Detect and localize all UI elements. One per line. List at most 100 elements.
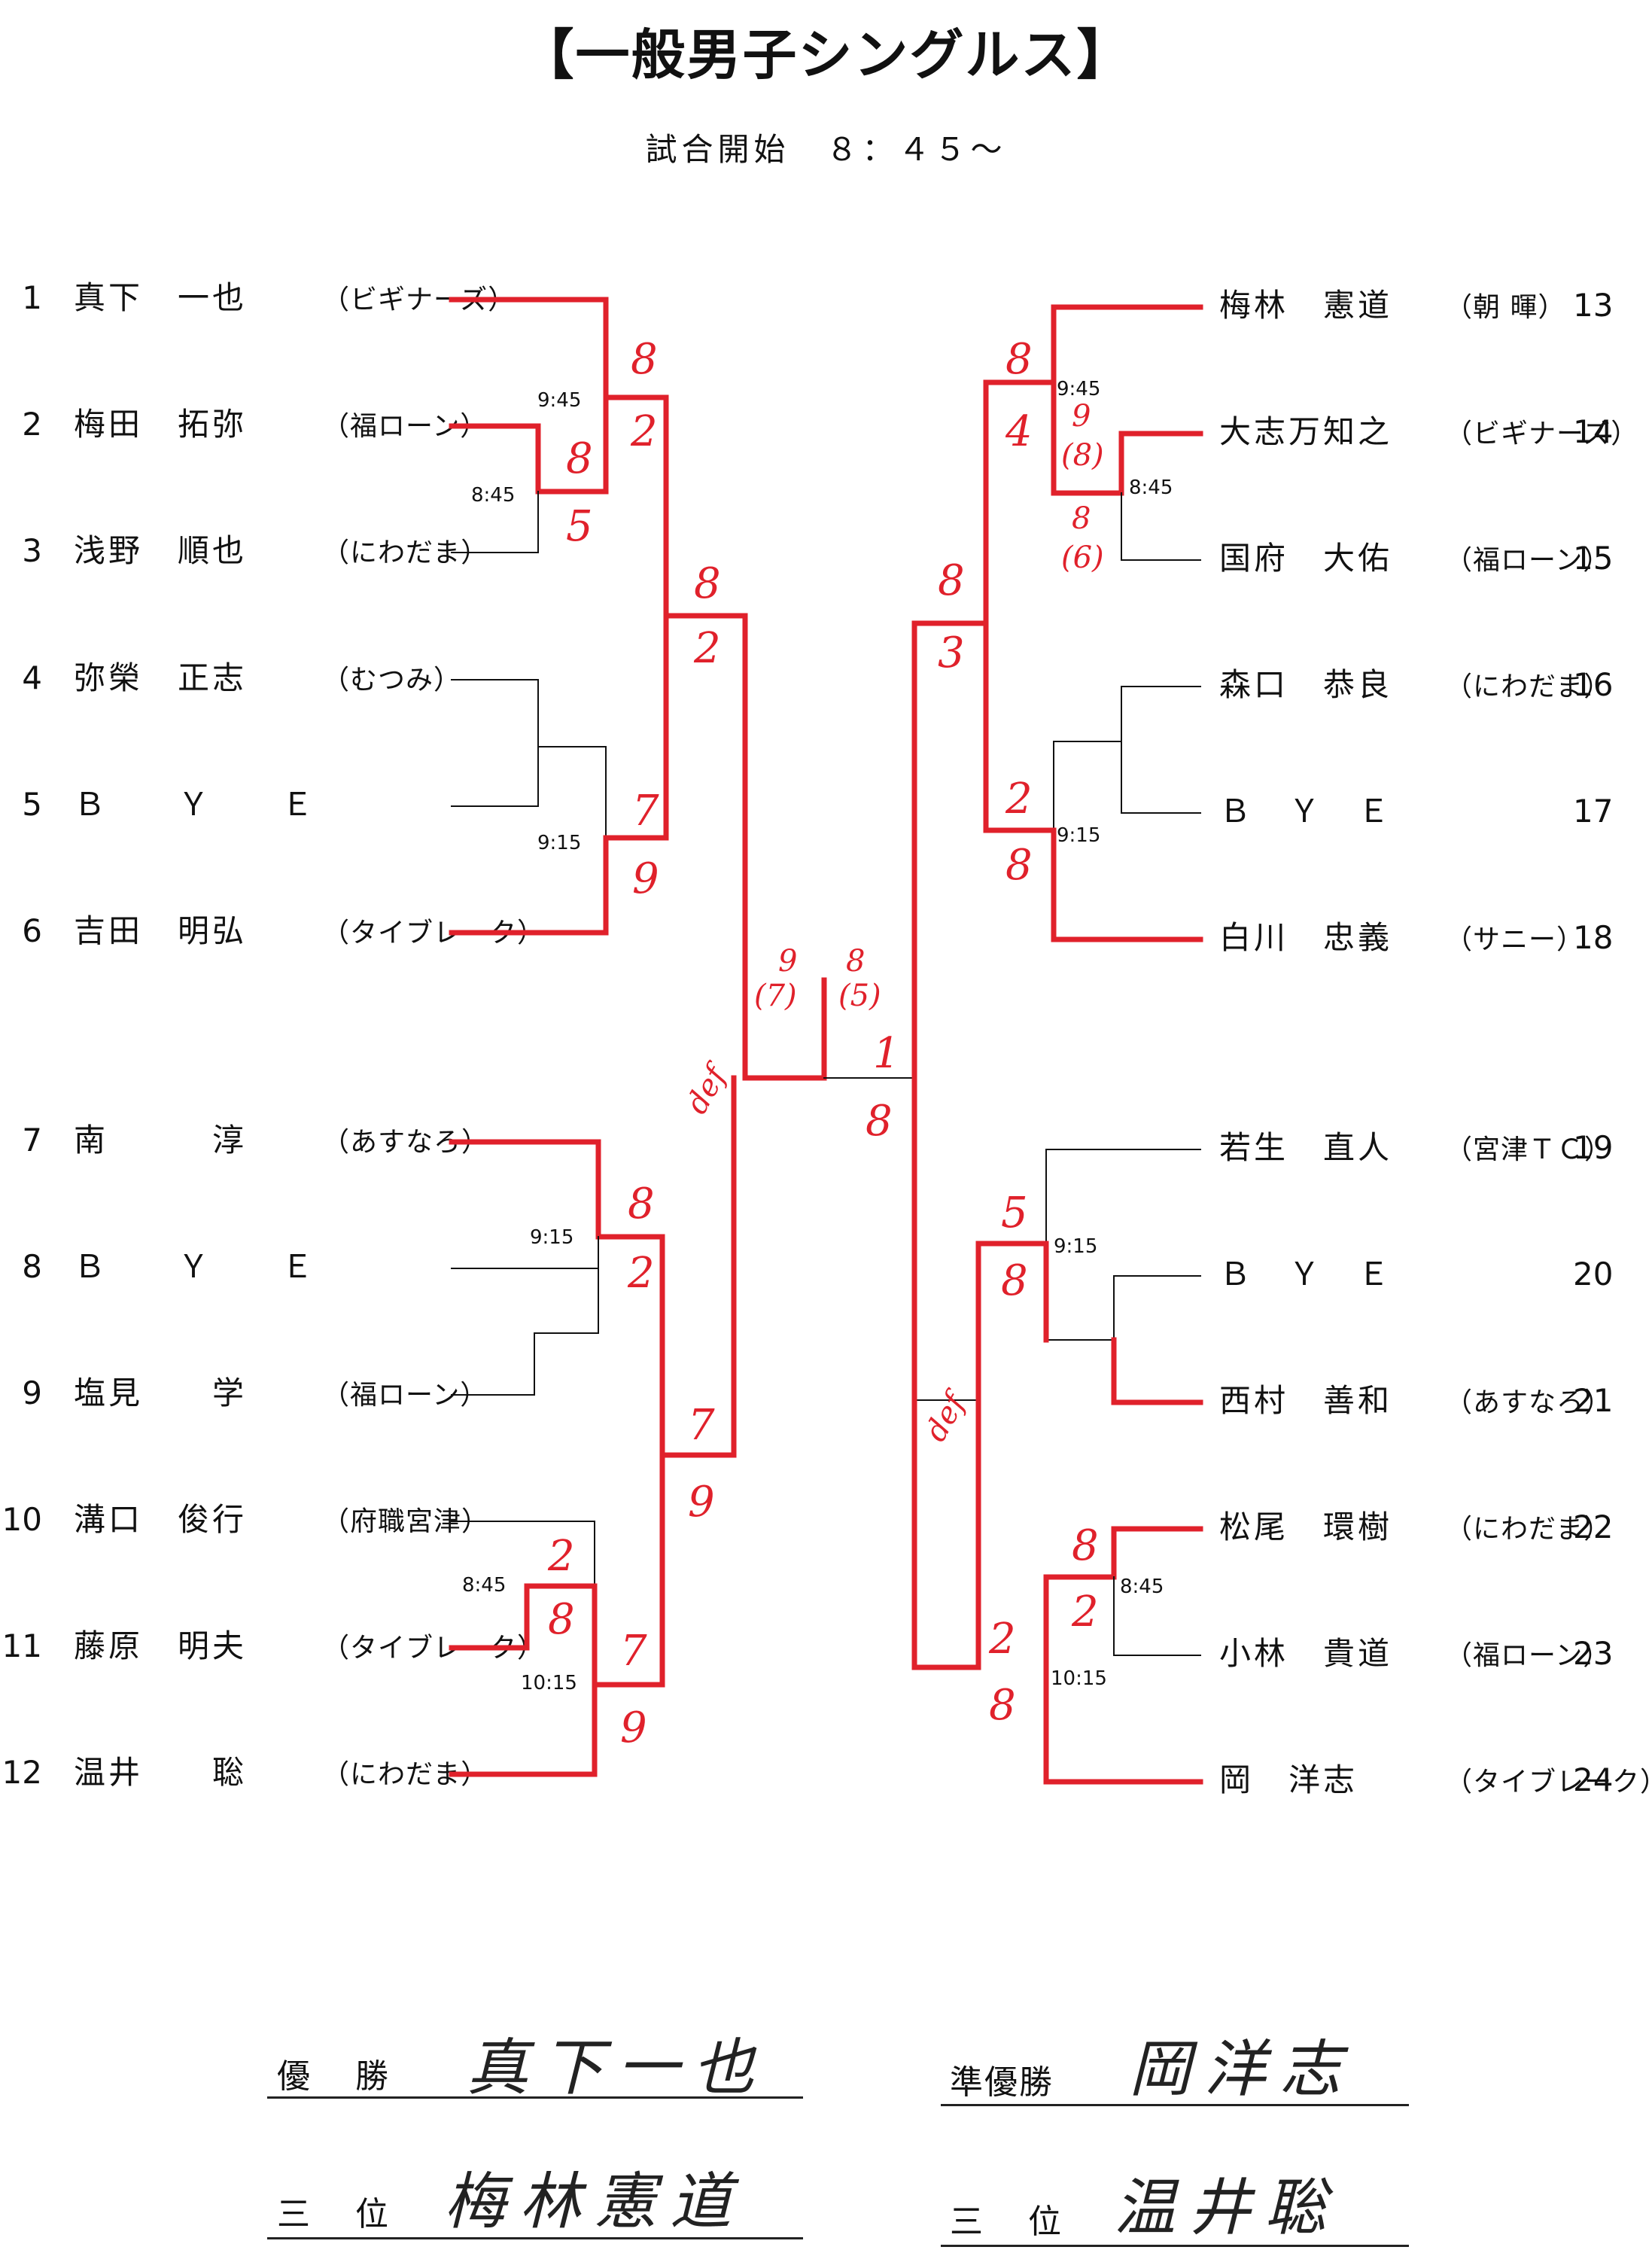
bracket-line: [449, 297, 827, 1081]
player-row-17: Ｂ Ｙ Ｅ 17: [1219, 796, 1613, 827]
player-row-16: 森口 恭良（にわだま）16: [1219, 669, 1613, 701]
score: (5): [838, 979, 881, 1013]
match-time: 8:45: [1120, 1576, 1164, 1598]
bracket-line: [451, 746, 539, 807]
player-row-21: 西村 善和（あすなろ）21: [1219, 1385, 1613, 1417]
player-number: 11: [2, 1627, 42, 1664]
player-number: 20: [1573, 1256, 1614, 1292]
player-number: 3: [22, 532, 42, 569]
third-place-name-1: 梅林憲道: [444, 2166, 745, 2238]
runner-up-label: 準優勝: [950, 2063, 1054, 2102]
score: 8: [631, 335, 658, 384]
player-name: 梅田 拓弥: [74, 406, 248, 443]
player-row-22: 松尾 環樹（にわだま）22: [1219, 1512, 1613, 1543]
player-number: 10: [2, 1501, 42, 1538]
bracket-line: [1043, 1664, 1203, 1785]
score: 8: [938, 556, 965, 605]
score: 9: [1072, 399, 1091, 434]
bracket-line: [983, 620, 1203, 942]
score: 7: [688, 1401, 715, 1450]
champion-label: 優 勝: [277, 2057, 394, 2096]
player-number: 6: [22, 912, 42, 949]
score: def: [680, 1057, 736, 1120]
player-name: 真下 一也: [74, 279, 248, 316]
player-number: 23: [1573, 1635, 1614, 1672]
score: 2: [547, 1532, 575, 1581]
bracket-line: [911, 304, 1203, 1081]
score: 8: [1001, 1256, 1028, 1305]
bracket-line: [451, 1268, 599, 1396]
match-time: 9:15: [537, 832, 581, 854]
player-number: 18: [1573, 919, 1614, 956]
match-time: 8:45: [1129, 476, 1173, 499]
bracket-line: [1113, 1576, 1201, 1656]
score: 3: [938, 629, 965, 677]
score: 7: [632, 787, 659, 836]
score: (6): [1061, 540, 1104, 575]
bracket-line: [449, 1452, 665, 1688]
player-name: Ｂ Ｙ Ｅ: [74, 1248, 317, 1285]
player-name: 温井 聡: [74, 1754, 248, 1791]
score: def: [918, 1384, 975, 1448]
player-number: 1: [22, 279, 42, 316]
bracket-line: [914, 1149, 1201, 1401]
bracket-line: [451, 679, 607, 839]
bracket-line: [451, 1236, 599, 1269]
player-name: 南 淳: [74, 1122, 248, 1158]
player-number: 13: [1573, 287, 1614, 324]
player-row-15: 国府 大佑（福ローン）15: [1219, 543, 1613, 574]
match-time: 10:15: [1051, 1667, 1107, 1690]
player-name: 藤原 明夫: [74, 1627, 248, 1664]
bracket-line: [449, 613, 669, 936]
champion-name: 真下一也: [467, 2032, 768, 2104]
player-name: Ｂ Ｙ Ｅ: [1219, 793, 1393, 830]
match-time: 10:15: [521, 1672, 577, 1694]
third-label-2: 三 位: [950, 2203, 1067, 2241]
player-number: 17: [1573, 793, 1614, 830]
player-row-23: 小林 貴道（福ローン）23: [1219, 1638, 1613, 1670]
third-label-1: 三 位: [277, 2195, 394, 2233]
score: 5: [566, 502, 593, 551]
bracket-line: [1121, 741, 1201, 814]
player-name: 溝口 俊行: [74, 1501, 248, 1538]
score: 8: [1005, 335, 1033, 384]
score: 2: [693, 624, 721, 673]
player-club: （むつみ）: [322, 665, 462, 696]
player-number: 8: [22, 1248, 42, 1285]
bracket-line: [449, 1075, 737, 1458]
score: 2: [1005, 775, 1033, 824]
player-name: 大志万知之: [1219, 413, 1393, 450]
match-time: 9:45: [537, 389, 581, 412]
score: 1: [873, 1029, 900, 1078]
player-name: 梅林 憲道: [1219, 287, 1393, 324]
score: (8): [1061, 438, 1104, 473]
bracket-line: [911, 1075, 1049, 1670]
player-row-19: 若生 直人（宮津ＴＣ）19: [1219, 1132, 1613, 1164]
player-number: 5: [22, 786, 42, 823]
score: 8: [628, 1180, 655, 1228]
player-name: Ｂ Ｙ Ｅ: [1219, 1256, 1393, 1292]
score: 9: [778, 944, 797, 979]
score: 8: [566, 434, 593, 483]
score: 8: [1005, 841, 1033, 890]
player-row-13: 梅林 憲道（朝 暉）13: [1219, 290, 1613, 321]
score: 7: [620, 1627, 647, 1676]
bracket-line: [1053, 686, 1201, 831]
champion-underline: [267, 2096, 803, 2099]
player-number: 2: [22, 406, 42, 443]
player-name: 弥榮 正志: [74, 659, 248, 696]
start-time: 試合開始 ８：４５～: [645, 131, 1007, 168]
score: 2: [988, 1615, 1016, 1664]
score: 5: [1001, 1189, 1028, 1238]
score: 9: [620, 1703, 647, 1752]
score: 8: [846, 944, 865, 979]
player-number: 7: [22, 1122, 42, 1158]
player-row-18: 白川 忠義（サニー）18: [1219, 922, 1613, 954]
match-time: 8:45: [462, 1574, 506, 1597]
